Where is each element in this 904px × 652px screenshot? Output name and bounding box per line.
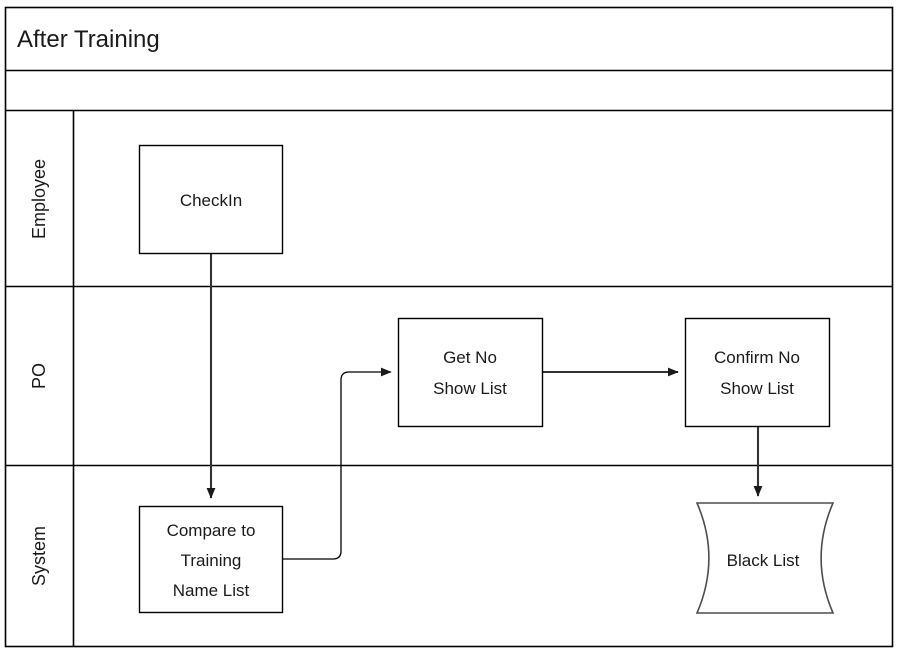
compare-label-line-3: Name List (173, 581, 250, 600)
lane-po: PO (29, 363, 49, 389)
flow-compare-to-get-no-show (283, 367, 392, 560)
lane-employee: Employee (29, 159, 49, 239)
black-list-label: Black List (727, 551, 800, 570)
pool-title: After Training (17, 26, 160, 53)
confirm-no-show-label-line-1: Confirm No (714, 348, 800, 367)
confirm-no-show-list-box[interactable] (684, 317, 831, 428)
node-black-list[interactable]: Black List (695, 502, 835, 614)
confirm-no-show-label-line-2: Show List (720, 379, 794, 398)
lane-label-po: PO (29, 363, 49, 389)
checkin-box[interactable] (138, 144, 284, 255)
lane-label-system: System (29, 526, 49, 586)
black-list-store-shape[interactable] (695, 502, 835, 614)
checkin-label: CheckIn (180, 191, 242, 210)
get-no-show-label-line-1: Get No (443, 348, 497, 367)
compare-label-line-1: Compare to (167, 521, 256, 540)
get-no-show-label-line-2: Show List (433, 379, 507, 398)
compare-label-line-2: Training (181, 551, 242, 570)
node-confirm-no-show-list[interactable]: Confirm No Show List (684, 317, 831, 428)
node-compare-training-name-list[interactable]: Compare to Training Name List (138, 505, 284, 614)
get-no-show-list-box[interactable] (397, 317, 544, 428)
compare-training-name-list-box[interactable] (138, 505, 284, 614)
pool-frame (4, 6, 894, 648)
node-get-no-show-list[interactable]: Get No Show List (397, 317, 544, 428)
node-checkin[interactable]: CheckIn (138, 144, 284, 255)
lane-label-employee: Employee (29, 159, 49, 239)
lane-system: System (29, 526, 49, 586)
